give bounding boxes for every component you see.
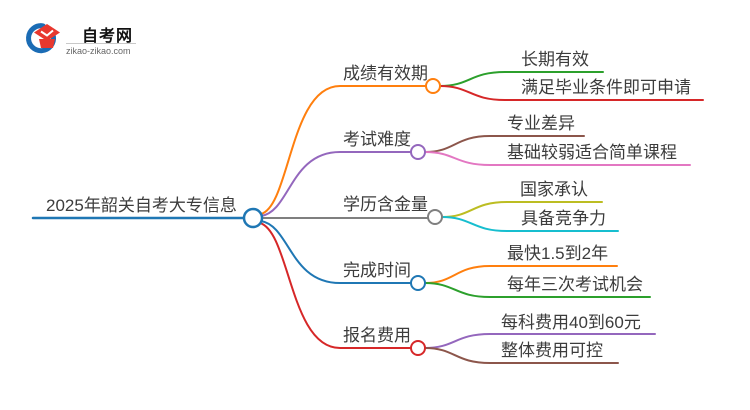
node-label-score-validity: 成绩有效期: [343, 64, 428, 83]
leaf-label-major-difference: 专业差异: [507, 114, 575, 133]
link-apply-on-graduation: [439, 85, 704, 101]
node-circle-exam-difficulty[interactable]: [410, 144, 426, 160]
logo-divider: [66, 43, 136, 44]
link-overall-fee: [424, 347, 619, 364]
root-node-circle[interactable]: [242, 207, 264, 229]
leaf-label-three-exams-per-year: 每年三次考试机会: [507, 275, 643, 294]
leaf-label-competitive: 具备竞争力: [521, 209, 606, 228]
leaf-label-overall-fee: 整体费用可控: [501, 341, 603, 360]
node-circle-registration-fee[interactable]: [410, 340, 426, 356]
leaf-label-long-term-valid: 长期有效: [521, 50, 589, 69]
node-label-degree-value: 学历含金量: [343, 195, 428, 214]
leaf-label-state-recognized: 国家承认: [520, 180, 588, 199]
node-circle-degree-value[interactable]: [427, 209, 443, 225]
node-label-registration-fee: 报名费用: [343, 326, 411, 345]
link-fastest-time: [424, 265, 618, 284]
link-root-to-exam-difficulty: [260, 151, 412, 217]
link-root-to-completion-time: [260, 220, 412, 284]
leaf-label-apply-on-graduation: 满足毕业条件即可申请: [521, 78, 691, 97]
leaf-label-fastest-time: 最快1.5到2年: [507, 244, 609, 263]
link-competitive: [441, 216, 619, 232]
leaf-label-simple-courses: 基础较弱适合简单课程: [507, 143, 677, 162]
link-root-to-score-validity: [260, 85, 427, 215]
link-simple-courses: [424, 151, 691, 166]
node-circle-completion-time[interactable]: [410, 275, 426, 291]
logo-title: 自考网: [82, 28, 134, 45]
site-logo[interactable]: 自考网 zikao-zikao.com: [24, 20, 154, 62]
leaf-label-fee-per-course: 每科费用40到60元: [501, 313, 641, 332]
graduation-cap-icon: [26, 23, 60, 54]
node-circle-score-validity[interactable]: [425, 78, 441, 94]
logo-domain-text: zikao-zikao.com: [66, 46, 131, 56]
root-node-label: 2025年韶关自考大专信息: [46, 196, 237, 215]
node-label-completion-time: 完成时间: [343, 261, 411, 280]
node-label-exam-difficulty: 考试难度: [343, 130, 411, 149]
link-root-to-registration-fee: [259, 222, 412, 349]
link-three-exams-per-year: [424, 282, 651, 298]
